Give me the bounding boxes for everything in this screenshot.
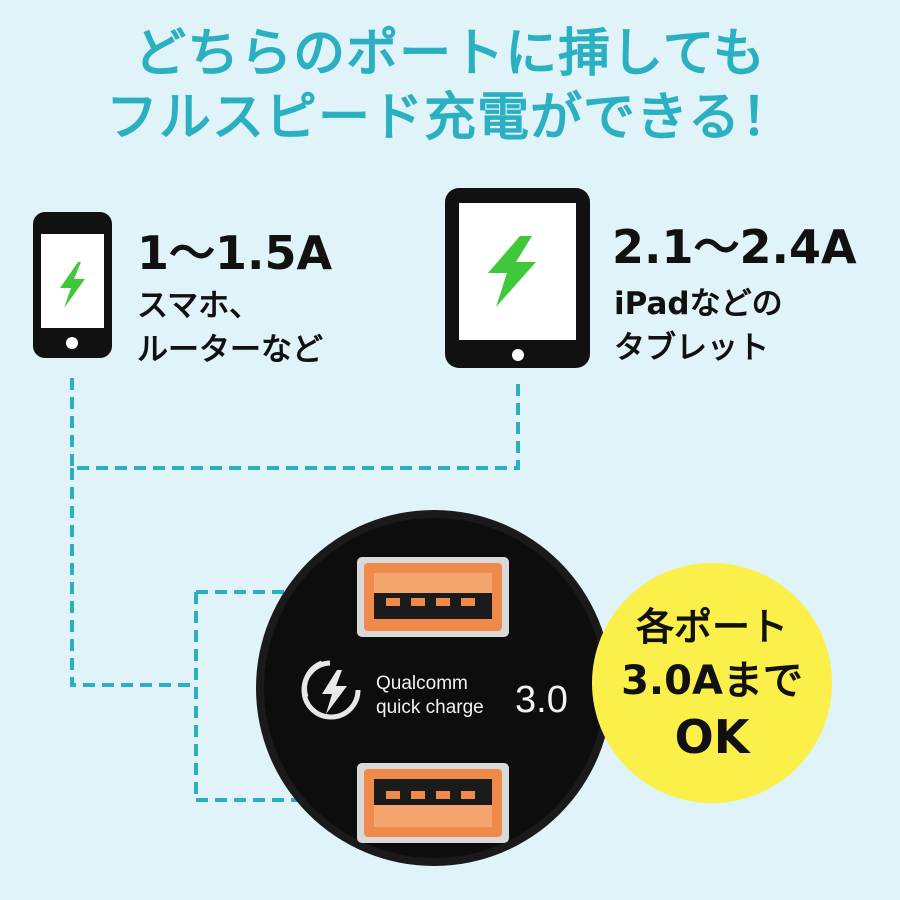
qualcomm-brand: Qualcomm [376, 673, 468, 694]
badge-line-1: 各ポート [635, 605, 788, 649]
phone-desc-line-2: ルーターなど [137, 332, 323, 368]
tablet-charging-icon [445, 188, 590, 368]
badge-line-3: OK [674, 710, 750, 764]
qualcomm-label: Qualcomm quick charge [376, 672, 484, 720]
headline-line-2: フルスピード充電ができる！ [106, 88, 794, 148]
phone-current: 1～1.5A [137, 226, 333, 280]
quick-charge-logo-icon [301, 660, 361, 720]
headline-line-1: どちらのポートに挿しても [134, 24, 766, 84]
badge-line-2: 3.0Aまで [621, 658, 803, 704]
car-charger [256, 510, 612, 866]
headline: どちらのポートに挿しても フルスピード充電ができる！ [0, 22, 900, 150]
upper-usb-port [357, 557, 509, 637]
tablet-desc-line-1: iPadなどの [614, 286, 783, 322]
quick-charge-subtitle: quick charge [376, 697, 484, 718]
quick-charge-version: 3.0 [515, 679, 568, 721]
max-current-badge: 各ポート 3.0Aまで OK [592, 563, 832, 803]
phone-desc-line-1: スマホ、 [137, 288, 261, 324]
device-connector-line [70, 378, 520, 470]
tablet-desc-line-2: タブレット [614, 330, 769, 366]
lower-usb-port [357, 763, 509, 843]
smartphone-charging-icon [33, 212, 112, 358]
trunk-connector-line [70, 468, 196, 687]
tablet-current: 2.1～2.4A [612, 220, 857, 274]
